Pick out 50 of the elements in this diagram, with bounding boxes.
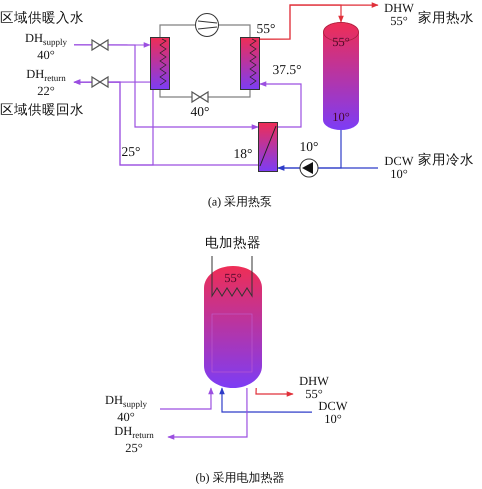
compressor-symbol xyxy=(195,13,219,37)
pipe-line xyxy=(219,387,312,413)
temperature-label: 10° xyxy=(300,139,318,155)
pipe-line xyxy=(260,4,344,40)
zone-label: 家用冷水 xyxy=(418,151,474,169)
pipe-line xyxy=(277,165,378,171)
caption: (a) 采用热泵 xyxy=(208,194,272,210)
heat-exchanger xyxy=(240,37,260,90)
stream-label: DHW xyxy=(384,2,414,15)
temperature-label: 22° xyxy=(37,85,55,98)
pipe-line xyxy=(159,24,195,37)
pipe-line xyxy=(255,388,294,397)
pipe-line xyxy=(219,24,251,37)
temperature-label: 25° xyxy=(125,442,143,455)
temperature-label: 18° xyxy=(234,146,252,162)
temperature-label: 10° xyxy=(390,168,408,181)
pipe-line xyxy=(259,81,302,128)
heat-exchanger xyxy=(258,122,278,172)
temperature-label: 40° xyxy=(190,104,210,120)
stream-label: DH$_{supply}$ xyxy=(104,394,148,411)
stream-label: DH$_{supply}$ xyxy=(24,32,68,49)
stream-label: DHW xyxy=(299,375,329,388)
temperature-label: 55° xyxy=(332,36,350,49)
zone-label: 区域供暖入水 xyxy=(0,9,84,27)
temperature-label: 55° xyxy=(390,15,408,28)
pipe-line xyxy=(73,79,258,166)
zone-label: 家用热水 xyxy=(418,9,474,27)
heat-exchanger xyxy=(150,37,170,90)
stream-label: DH$_{return}$ xyxy=(26,68,66,85)
zone-label: 区域供暖回水 xyxy=(0,101,84,119)
storage-tank xyxy=(204,266,262,388)
component-label: 电加热器 xyxy=(205,234,261,252)
pipe-line xyxy=(160,387,214,410)
temperature-label: 37.5° xyxy=(272,62,302,78)
temperature-label: 25° xyxy=(122,144,140,160)
temperature-label: 55° xyxy=(305,388,323,401)
temperature-label: 55° xyxy=(224,272,242,285)
pipe-line xyxy=(74,44,259,130)
storage-tank xyxy=(323,22,359,130)
temperature-label: 55° xyxy=(256,21,276,37)
temperature-label: 40° xyxy=(37,49,55,62)
stream-label: DCW xyxy=(318,400,348,413)
temperature-label: 10° xyxy=(324,413,342,426)
pipe-line xyxy=(159,90,251,98)
temperature-label: 40° xyxy=(117,411,135,424)
temperature-label: 10° xyxy=(332,111,350,124)
stream-label: DCW xyxy=(384,155,414,168)
caption: (b) 采用电加热器 xyxy=(196,470,284,486)
stream-label: DH$_{return}$ xyxy=(114,425,154,442)
pipe-line xyxy=(167,388,248,440)
